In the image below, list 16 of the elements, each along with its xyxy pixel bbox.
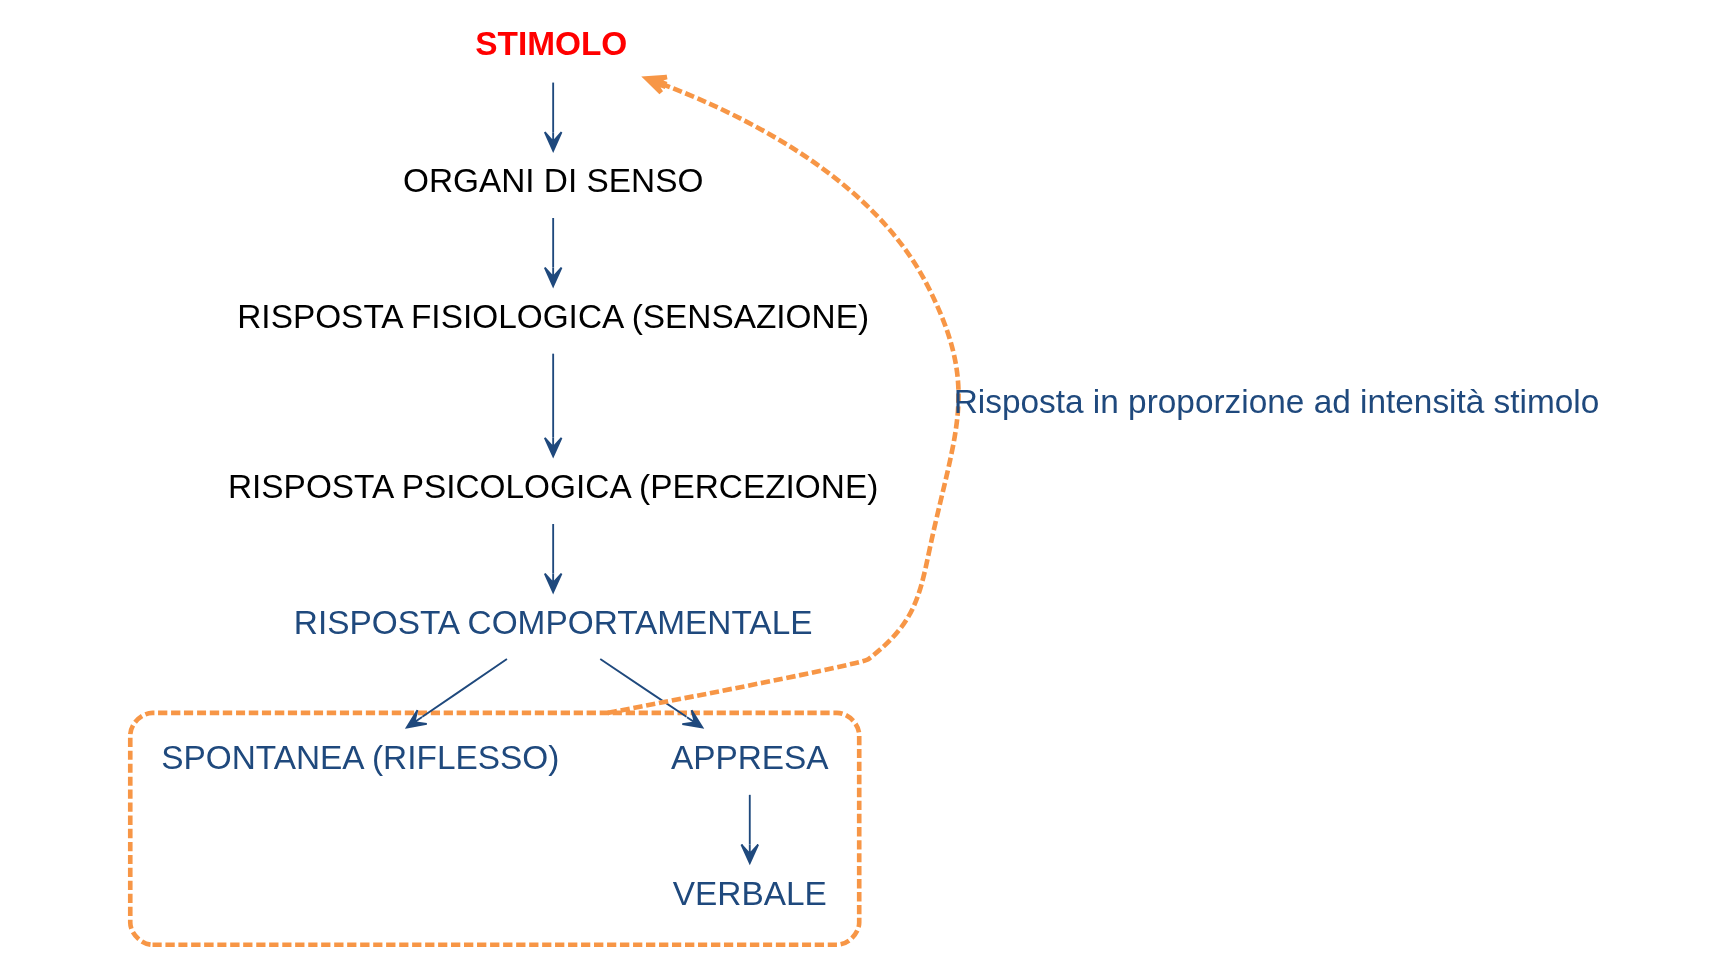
arrow <box>543 352 562 458</box>
node-text: RISPOSTA COMPORTAMENTALE <box>293 603 812 641</box>
arrow <box>598 658 703 729</box>
arrow <box>543 523 562 594</box>
arrow <box>543 81 562 152</box>
node-text: SPONTANEA (RIFLESSO) <box>160 739 559 777</box>
node-text: ORGANI DI SENSO <box>402 162 703 200</box>
node-text: RISPOSTA FISIOLOGICA (SENSAZIONE) <box>236 297 869 335</box>
node-text: VERBALE <box>672 874 827 912</box>
node-text: RISPOSTA PSICOLOGICA (PERCEZIONE) <box>227 468 878 506</box>
node-text: STIMOLO <box>474 25 627 63</box>
edge-label: Risposta in proporzione ad intensità stimolo <box>953 383 1599 421</box>
arrow <box>740 793 759 864</box>
arrow <box>405 658 508 729</box>
node-text: APPRESA <box>670 739 829 777</box>
arrow <box>543 217 562 288</box>
